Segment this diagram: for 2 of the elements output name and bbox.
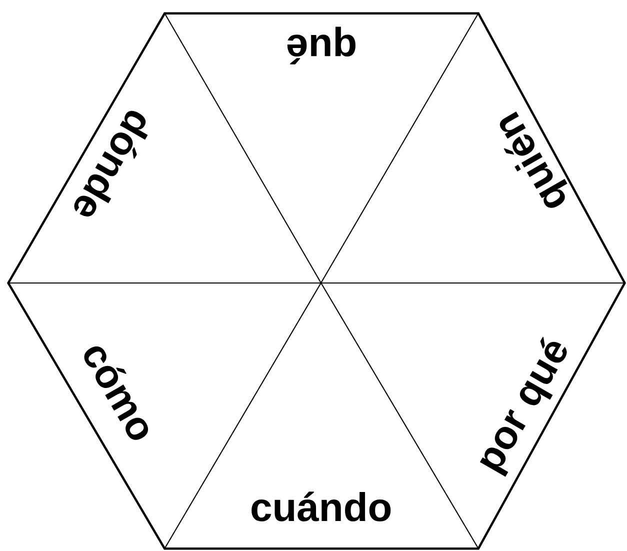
segment-label: cuándo: [250, 488, 392, 528]
segment-label: qué: [286, 28, 357, 68]
